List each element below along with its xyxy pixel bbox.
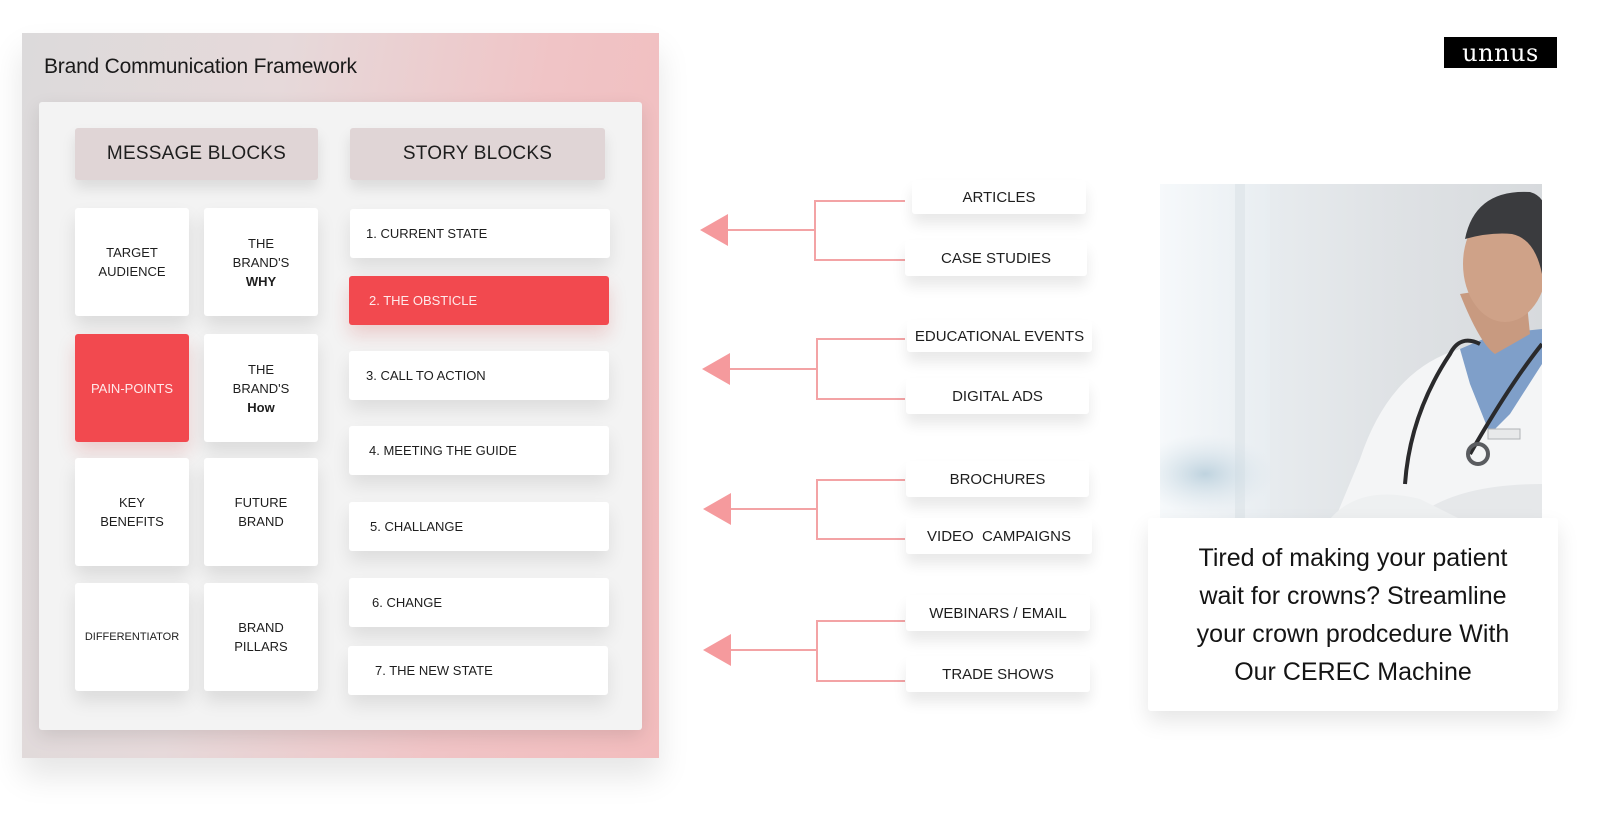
arrow-left-icon xyxy=(703,634,731,666)
block-label: PILLARS xyxy=(234,639,288,654)
block-label: BRAND xyxy=(238,514,284,529)
channel-case-studies[interactable]: CASE STUDIES xyxy=(905,240,1087,276)
story-block-current-state[interactable]: 1. CURRENT STATE xyxy=(350,209,610,258)
block-label: BRAND xyxy=(238,620,284,635)
brand-framework-panel: Brand Communication Framework MESSAGE BL… xyxy=(22,33,659,758)
block-label-emphasis: How xyxy=(247,399,275,415)
block-label: THE xyxy=(248,235,274,251)
doctor-photo xyxy=(1160,184,1542,519)
connector-group-4 xyxy=(703,620,905,682)
message-block-brands-how[interactable]: THE BRAND'S How xyxy=(204,334,318,442)
ad-copy-text: Tired of making your patient wait for cr… xyxy=(1196,543,1510,686)
message-block-differentiator[interactable]: DIFFERENTIATOR xyxy=(75,583,189,691)
message-block-target-audience[interactable]: TARGET AUDIENCE xyxy=(75,208,189,316)
story-block-new-state[interactable]: 7. THE NEW STATE xyxy=(348,646,608,695)
story-label: 3. CALL TO ACTION xyxy=(366,368,486,383)
story-blocks-header: STORY BLOCKS xyxy=(350,128,605,180)
connector-group-1 xyxy=(700,200,905,261)
story-block-meeting-the-guide[interactable]: 4. MEETING THE GUIDE xyxy=(349,426,609,475)
doctor-illustration-icon xyxy=(1160,184,1542,519)
channel-digital-ads[interactable]: DIGITAL ADS xyxy=(906,378,1089,414)
channel-articles[interactable]: ARTICLES xyxy=(912,180,1086,214)
channel-video-campaigns[interactable]: VIDEO CAMPAIGNS xyxy=(906,518,1092,554)
block-label-emphasis: WHY xyxy=(245,273,277,289)
message-block-key-benefits[interactable]: KEY BENEFITS xyxy=(75,458,189,566)
channel-educational-events[interactable]: EDUCATIONAL EVENTS xyxy=(907,320,1092,352)
message-block-pain-points[interactable]: PAIN-POINTS xyxy=(75,334,189,442)
story-block-change[interactable]: 6. CHANGE xyxy=(349,578,609,627)
message-block-brand-pillars[interactable]: BRAND PILLARS xyxy=(204,583,318,691)
block-label: AUDIENCE xyxy=(98,264,166,279)
block-label: DIFFERENTIATOR xyxy=(84,630,180,643)
block-label: THE xyxy=(248,361,274,377)
block-label: KEY xyxy=(118,495,145,510)
framework-card: MESSAGE BLOCKS STORY BLOCKS TARGET AUDIE… xyxy=(39,102,642,730)
ad-copy-card: Tired of making your patient wait for cr… xyxy=(1148,518,1558,711)
message-blocks-header: MESSAGE BLOCKS xyxy=(75,128,318,180)
story-label: 2. THE OBSTICLE xyxy=(369,293,478,308)
message-block-future-brand[interactable]: FUTURE BRAND xyxy=(204,458,318,566)
block-label: BRAND'S xyxy=(232,380,290,396)
block-label: BRAND'S xyxy=(232,254,290,270)
arrow-left-icon xyxy=(702,353,730,385)
block-label: PAIN-POINTS xyxy=(90,380,174,396)
story-block-obstacle[interactable]: 2. THE OBSTICLE xyxy=(349,276,609,325)
channel-brochures[interactable]: BROCHURES xyxy=(906,461,1089,497)
block-label: BENEFITS xyxy=(100,514,164,529)
channel-webinars-email[interactable]: WEBINARS / EMAIL xyxy=(906,595,1090,631)
block-label: FUTURE xyxy=(234,495,288,510)
connector-group-3 xyxy=(703,479,905,540)
brand-logo: unnus xyxy=(1444,37,1557,68)
story-label: 1. CURRENT STATE xyxy=(366,226,488,241)
story-label: 7. THE NEW STATE xyxy=(375,663,493,678)
block-label: TARGET xyxy=(106,245,158,260)
framework-title: Brand Communication Framework xyxy=(44,55,357,78)
story-label: 6. CHANGE xyxy=(372,595,443,610)
arrow-left-icon xyxy=(703,493,731,525)
story-block-challenge[interactable]: 5. CHALLANGE xyxy=(349,502,609,551)
message-block-brands-why[interactable]: THE BRAND'S WHY xyxy=(204,208,318,316)
story-block-call-to-action[interactable]: 3. CALL TO ACTION xyxy=(349,351,609,400)
story-label: 4. MEETING THE GUIDE xyxy=(369,443,517,458)
story-label: 5. CHALLANGE xyxy=(370,519,464,534)
channel-trade-shows[interactable]: TRADE SHOWS xyxy=(906,656,1090,692)
connector-group-2 xyxy=(702,338,905,400)
arrow-left-icon xyxy=(700,214,728,246)
